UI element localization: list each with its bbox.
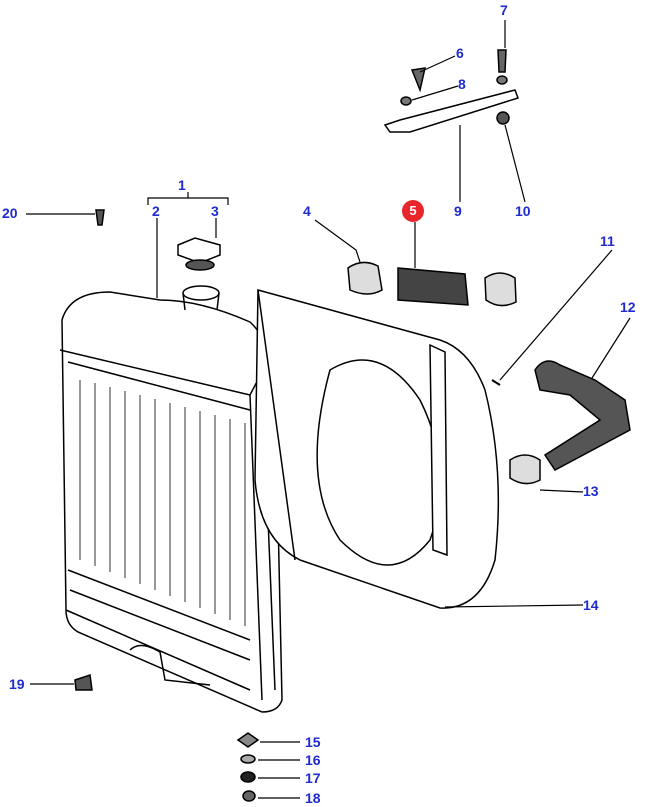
fan-shroud xyxy=(254,289,500,609)
callout-9[interactable]: 9 xyxy=(454,203,462,219)
radiator xyxy=(59,291,283,713)
callout-10[interactable]: 10 xyxy=(515,203,531,219)
callout-6[interactable]: 6 xyxy=(456,45,464,61)
callout-7[interactable]: 7 xyxy=(500,2,508,18)
callout-20[interactable]: 20 xyxy=(2,205,18,221)
callout-14[interactable]: 14 xyxy=(583,597,599,613)
hose-clamps xyxy=(347,261,631,485)
callout-2[interactable]: 2 xyxy=(152,203,160,219)
callout-12[interactable]: 12 xyxy=(620,299,636,315)
callout-4[interactable]: 4 xyxy=(303,203,311,219)
callout-5-highlighted[interactable]: 5 xyxy=(402,200,424,222)
bracket xyxy=(383,49,519,133)
callout-1[interactable]: 1 xyxy=(178,177,186,193)
small-parts xyxy=(74,209,501,802)
callout-15[interactable]: 15 xyxy=(305,734,321,750)
callout-8[interactable]: 8 xyxy=(458,76,466,92)
leader-lines xyxy=(26,20,631,799)
filler-cap xyxy=(177,237,221,311)
callout-3[interactable]: 3 xyxy=(211,203,219,219)
callout-13[interactable]: 13 xyxy=(583,483,599,499)
callout-16[interactable]: 16 xyxy=(305,752,321,768)
callout-19[interactable]: 19 xyxy=(9,676,25,692)
callout-18[interactable]: 18 xyxy=(305,790,321,806)
callout-11[interactable]: 11 xyxy=(600,233,615,249)
callout-17[interactable]: 17 xyxy=(305,770,321,786)
